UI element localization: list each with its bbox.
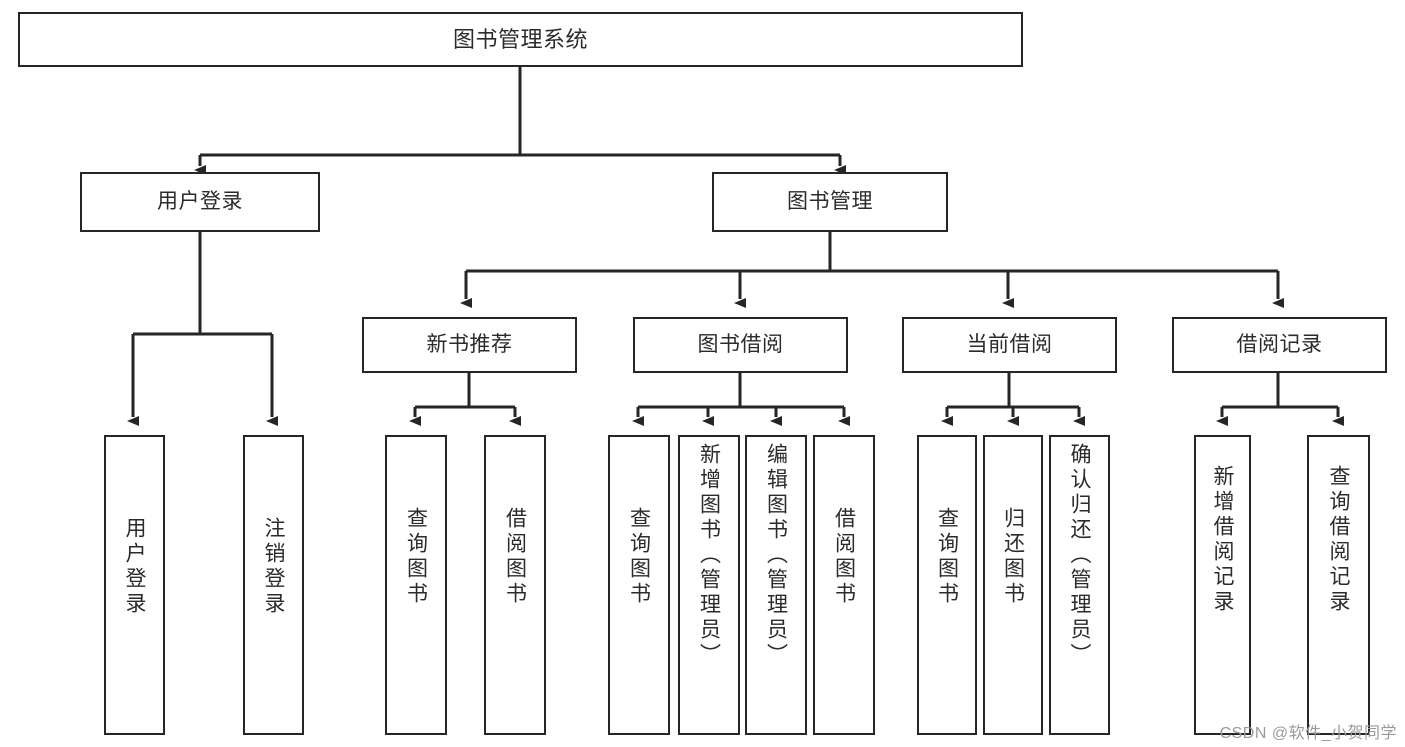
node-root-label: 图书管理系统 <box>452 26 588 52</box>
leaf-query-record[interactable]: 查询借阅记录 <box>1307 435 1370 735</box>
leaf-borrow-book-2-label: 借阅图书 <box>832 507 856 607</box>
leaf-borrow-book-1-label: 借阅图书 <box>503 507 527 607</box>
watermark: CSDN @软件_小贺同学 <box>1219 725 1397 742</box>
leaf-user-login[interactable]: 用户登录 <box>104 435 165 735</box>
leaf-query-book-2[interactable]: 查询图书 <box>608 435 670 735</box>
leaf-add-record-label: 新增借阅记录 <box>1211 465 1234 615</box>
leaf-query-book-3-label: 查询图书 <box>935 507 959 607</box>
node-user-login[interactable]: 用户登录 <box>80 172 320 232</box>
leaf-query-book-1[interactable]: 查询图书 <box>385 435 447 735</box>
leaf-return-book[interactable]: 归还图书 <box>983 435 1043 735</box>
node-book-manage[interactable]: 图书管理 <box>712 172 948 232</box>
leaf-query-book-2-label: 查询图书 <box>627 507 651 607</box>
leaf-borrow-book-2[interactable]: 借阅图书 <box>813 435 875 735</box>
node-new-book-rec[interactable]: 新书推荐 <box>362 317 577 373</box>
leaf-confirm-return[interactable]: 确认归还（管理员） <box>1049 435 1110 735</box>
node-book-borrow-label: 图书借阅 <box>697 332 784 356</box>
leaf-query-book-3[interactable]: 查询图书 <box>917 435 977 735</box>
leaf-edit-book[interactable]: 编辑图书（管理员） <box>745 435 807 735</box>
leaf-query-book-1-label: 查询图书 <box>404 507 428 607</box>
node-current-borrow[interactable]: 当前借阅 <box>902 317 1117 373</box>
leaf-add-record[interactable]: 新增借阅记录 <box>1194 435 1251 735</box>
node-book-manage-label: 图书管理 <box>787 189 873 213</box>
node-new-book-rec-label: 新书推荐 <box>426 332 513 356</box>
leaf-add-book-label: 新增图书（管理员） <box>697 443 721 668</box>
leaf-logout[interactable]: 注销登录 <box>243 435 304 735</box>
node-user-login-label: 用户登录 <box>157 189 243 213</box>
node-borrow-record-label: 借阅记录 <box>1236 332 1323 356</box>
leaf-user-login-label: 用户登录 <box>123 517 146 617</box>
leaf-borrow-book-1[interactable]: 借阅图书 <box>484 435 546 735</box>
leaf-return-book-label: 归还图书 <box>1001 507 1025 607</box>
leaf-confirm-return-label: 确认归还（管理员） <box>1068 443 1091 668</box>
node-current-borrow-label: 当前借阅 <box>966 332 1053 356</box>
node-book-borrow[interactable]: 图书借阅 <box>633 317 848 373</box>
node-root[interactable]: 图书管理系统 <box>18 12 1023 67</box>
leaf-logout-label: 注销登录 <box>262 517 285 617</box>
leaf-query-record-label: 查询借阅记录 <box>1327 465 1350 615</box>
node-borrow-record[interactable]: 借阅记录 <box>1172 317 1387 373</box>
leaf-add-book[interactable]: 新增图书（管理员） <box>678 435 740 735</box>
leaf-edit-book-label: 编辑图书（管理员） <box>764 443 788 668</box>
